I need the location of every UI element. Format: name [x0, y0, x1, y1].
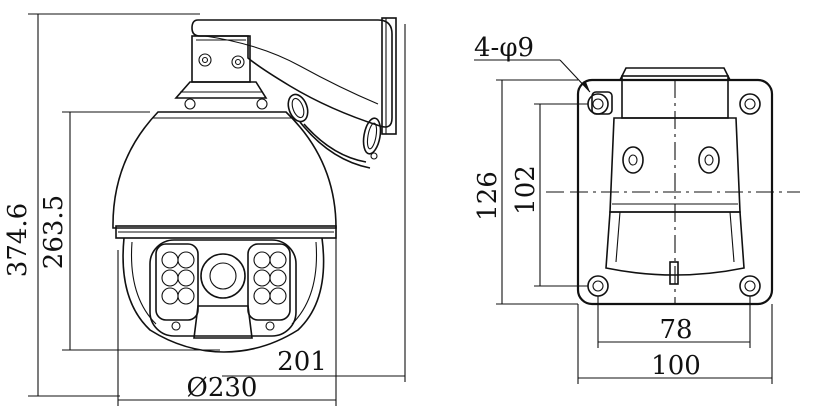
front-dimension-lines	[496, 79, 773, 384]
camera-lens	[171, 253, 275, 339]
ir-led-panel-left	[155, 243, 199, 321]
safety-cable	[287, 93, 382, 169]
side-dimension-lines	[28, 13, 406, 406]
hole-spacing-vertical-label: 102	[511, 165, 541, 215]
hole-spacing-horizontal-label: 78	[659, 315, 692, 345]
ir-led-panel-right	[247, 243, 291, 321]
centerlines	[546, 80, 800, 304]
dome-height-label: 263.5	[39, 195, 69, 269]
dome-housing	[112, 98, 337, 353]
hole-spec-leader	[474, 59, 591, 93]
mount-height-label: 126	[473, 171, 503, 221]
total-height-label: 374.6	[3, 203, 33, 277]
side-view: 374.6 263.5 201 Ø230	[3, 13, 406, 406]
front-view: 4-φ9	[473, 33, 800, 384]
depth-label: 201	[277, 347, 327, 377]
wall-bracket	[174, 17, 397, 135]
diameter-label: Ø230	[187, 373, 258, 403]
mount-width-label: 100	[651, 351, 701, 381]
hole-spec-label: 4-φ9	[474, 33, 534, 63]
